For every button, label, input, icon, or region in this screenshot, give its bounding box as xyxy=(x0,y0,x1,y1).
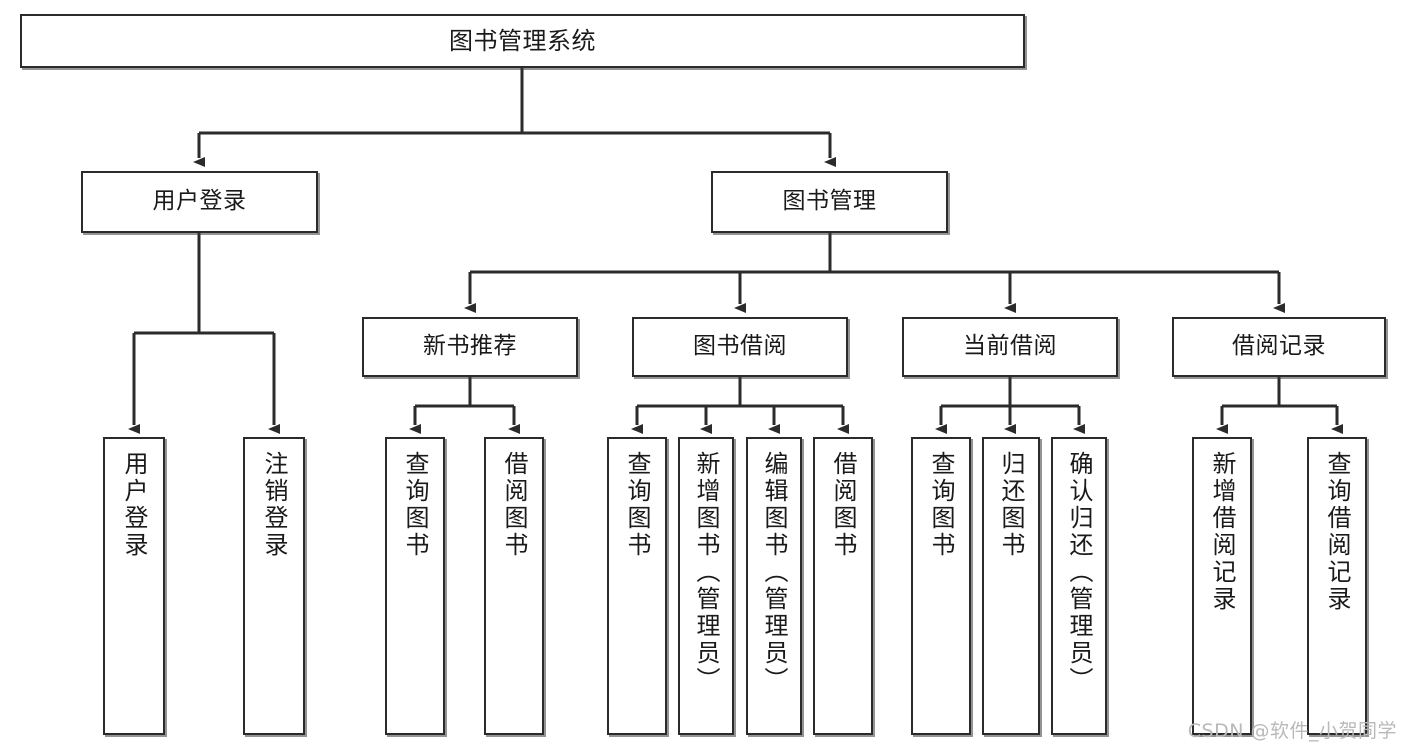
node-leaf-edit-book-label: 编辑图书（管理员） xyxy=(760,451,788,694)
node-book-manage[interactable]: 图书管理 xyxy=(711,171,948,233)
node-leaf-return-book-label: 归还图书 xyxy=(997,451,1025,559)
node-leaf-query-book-3-label: 查询图书 xyxy=(927,451,955,559)
node-leaf-edit-book[interactable]: 编辑图书（管理员） xyxy=(746,437,802,735)
node-new-book-rec[interactable]: 新书推荐 xyxy=(362,317,578,377)
node-leaf-add-book-label: 新增图书（管理员） xyxy=(692,451,720,694)
node-leaf-borrow-book-2-label: 借阅图书 xyxy=(829,451,857,559)
node-root-label: 图书管理系统 xyxy=(449,26,596,55)
node-leaf-user-login-label: 用户登录 xyxy=(120,451,148,559)
node-book-manage-label: 图书管理 xyxy=(782,188,877,215)
node-leaf-borrow-book-1[interactable]: 借阅图书 xyxy=(484,437,544,735)
node-leaf-user-login[interactable]: 用户登录 xyxy=(103,437,165,735)
node-root[interactable]: 图书管理系统 xyxy=(20,14,1025,68)
node-leaf-query-book-2-label: 查询图书 xyxy=(623,451,651,559)
node-current-borrow-label: 当前借阅 xyxy=(963,333,1057,360)
node-borrow-record-label: 借阅记录 xyxy=(1232,333,1326,360)
node-book-borrow-label: 图书借阅 xyxy=(693,333,787,360)
node-leaf-borrow-book-2[interactable]: 借阅图书 xyxy=(813,437,873,735)
node-leaf-add-book[interactable]: 新增图书（管理员） xyxy=(678,437,734,735)
node-leaf-query-record-label: 查询借阅记录 xyxy=(1323,451,1351,613)
node-leaf-borrow-book-1-label: 借阅图书 xyxy=(500,451,528,559)
node-leaf-logout-label: 注销登录 xyxy=(260,451,288,559)
node-user-login[interactable]: 用户登录 xyxy=(81,171,318,233)
node-leaf-query-book-2[interactable]: 查询图书 xyxy=(607,437,667,735)
node-leaf-query-book-1-label: 查询图书 xyxy=(401,451,429,559)
node-new-book-rec-label: 新书推荐 xyxy=(423,333,517,360)
watermark: CSDN @软件_小贺同学 xyxy=(1187,720,1397,742)
node-borrow-record[interactable]: 借阅记录 xyxy=(1172,317,1386,377)
node-leaf-return-book[interactable]: 归还图书 xyxy=(982,437,1040,735)
node-leaf-confirm-return[interactable]: 确认归还（管理员） xyxy=(1051,437,1107,735)
node-leaf-query-book-3[interactable]: 查询图书 xyxy=(911,437,971,735)
node-user-login-label: 用户登录 xyxy=(152,188,247,215)
node-book-borrow[interactable]: 图书借阅 xyxy=(632,317,848,377)
node-current-borrow[interactable]: 当前借阅 xyxy=(902,317,1118,377)
node-leaf-query-record[interactable]: 查询借阅记录 xyxy=(1307,437,1367,735)
node-leaf-logout[interactable]: 注销登录 xyxy=(243,437,305,735)
node-leaf-add-record[interactable]: 新增借阅记录 xyxy=(1192,437,1252,735)
node-leaf-add-record-label: 新增借阅记录 xyxy=(1208,451,1236,613)
node-leaf-confirm-return-label: 确认归还（管理员） xyxy=(1065,451,1093,694)
node-leaf-query-book-1[interactable]: 查询图书 xyxy=(385,437,445,735)
